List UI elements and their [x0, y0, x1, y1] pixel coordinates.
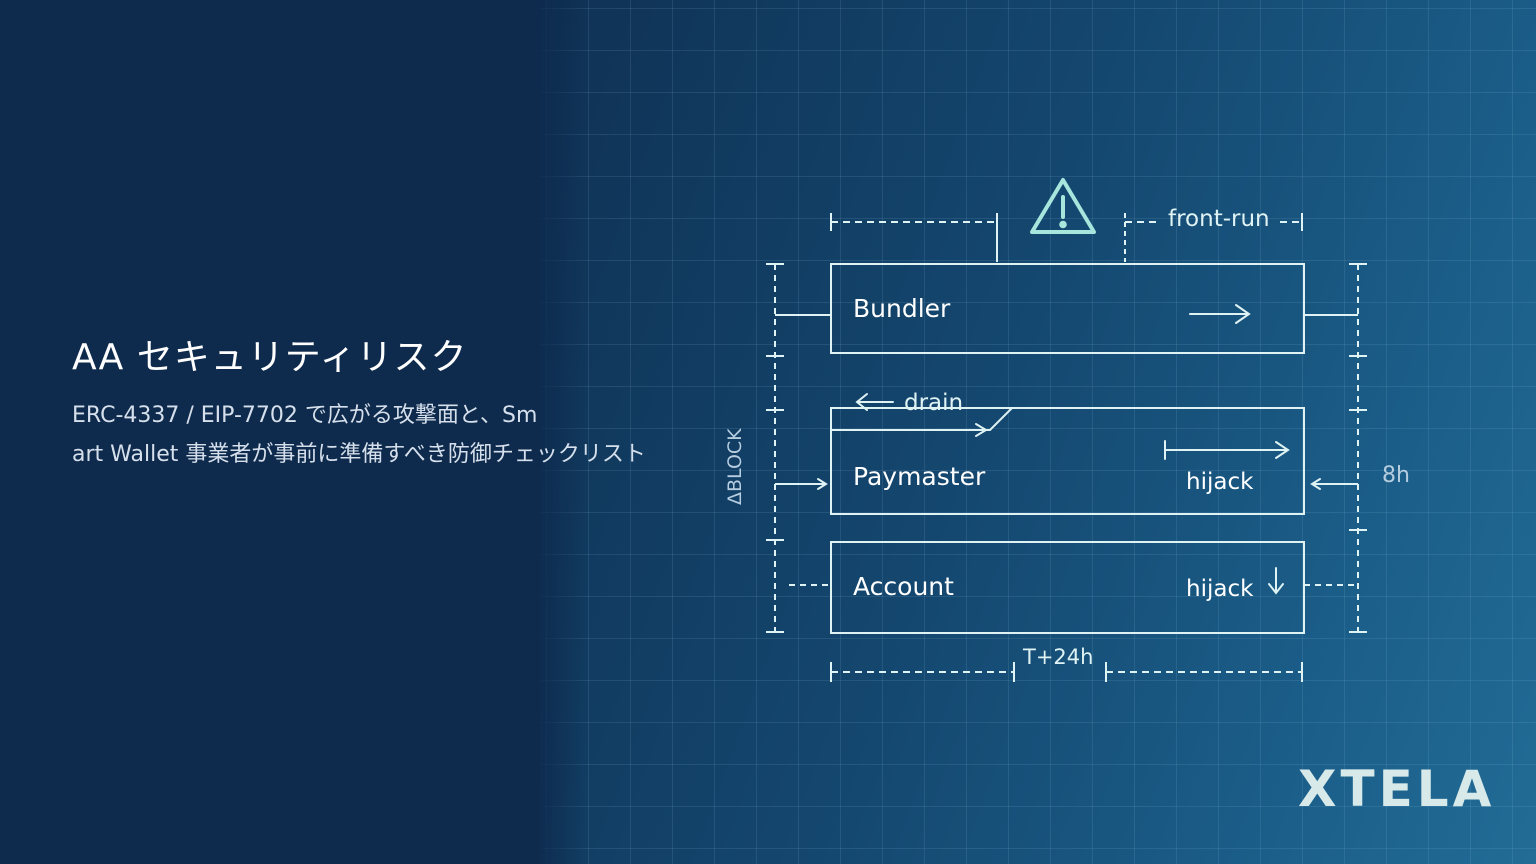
- subtitle-line-1: ERC-4337 / EIP-7702 で広がる攻撃面と、Sm: [72, 403, 538, 428]
- panel-edge-shade: [540, 0, 588, 864]
- duration-bottom-label: T+24h: [1022, 645, 1093, 669]
- drain-path-arrow-icon: [975, 423, 988, 437]
- account-hijack-label: hijack: [1186, 576, 1254, 602]
- drain-label: drain: [904, 390, 963, 416]
- diagram-background: [540, 0, 1536, 864]
- front-run-label: front-run: [1168, 206, 1270, 232]
- bundler-box: [830, 263, 1305, 354]
- paymaster-label: Paymaster: [853, 462, 986, 491]
- page-title: AA セキュリティリスク: [72, 337, 468, 378]
- duration-right-label: 8h: [1382, 463, 1410, 488]
- account-label: Account: [853, 572, 954, 601]
- subtitle-line-2: art Wallet 事業者が事前に準備すべき防御チェックリスト: [72, 442, 646, 467]
- blueprint-grid: [540, 0, 1536, 864]
- bundler-label: Bundler: [853, 294, 951, 323]
- block-axis-label: ΔBLOCK: [724, 428, 746, 505]
- warning-triangle-icon: [1030, 178, 1096, 234]
- account-box: [830, 541, 1305, 634]
- page-subtitle: ERC-4337 / EIP-7702 で広がる攻撃面と、Sm art Wall…: [72, 396, 646, 474]
- left-panel: [0, 0, 545, 864]
- brand-logo: XTELA: [1298, 760, 1496, 818]
- paymaster-hijack-label: hijack: [1186, 469, 1254, 495]
- paymaster-box: [830, 407, 1305, 515]
